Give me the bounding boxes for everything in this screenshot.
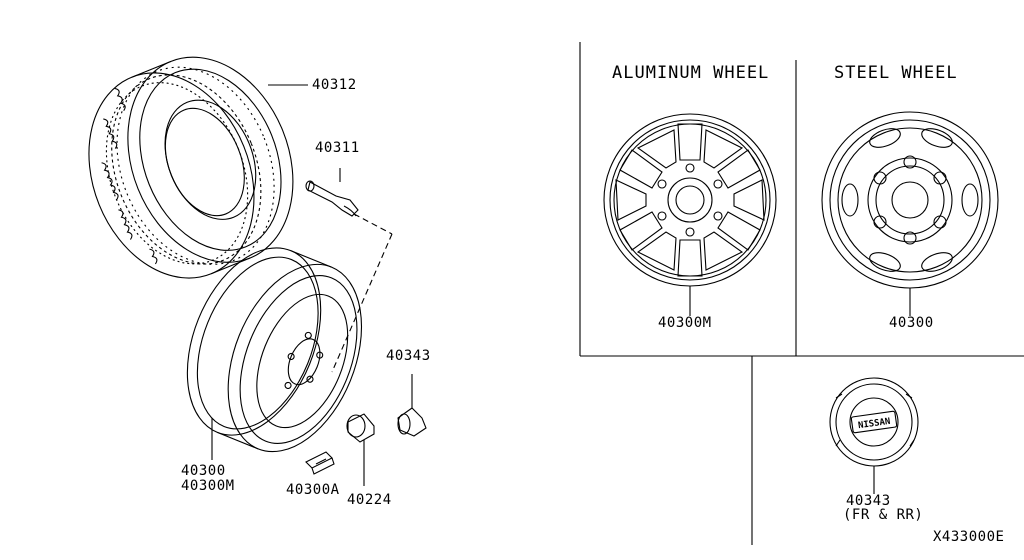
diagram-code: X433000E [933,529,1005,545]
wheel-drawing [162,228,387,471]
center-cap-note: (FR & RR) [843,507,924,523]
cap-logo-text: NISSAN [857,417,891,431]
nut-part-label: 40224 [347,492,392,508]
aluminum-windows [616,130,764,270]
tire-drawing [59,32,322,303]
steel-lug-holes [874,156,946,244]
tire-part-label: 40312 [312,77,357,93]
steel-wheel-part-label: 40300 [889,315,934,331]
small-cap-part-label: 40343 [386,348,431,364]
aluminum-lug-holes [658,164,722,236]
aluminum-wheel-part-label: 40300M [658,315,712,331]
aluminum-wheel-title: ALUMINUM WHEEL [612,63,770,83]
center-cap-drawing [830,378,918,494]
wheel-part-label-line1: 40300 [181,463,226,479]
valve-drawing [306,168,392,372]
aluminum-wheel-drawing [604,114,776,316]
steel-vent-holes [842,125,978,275]
aluminum-spokes [620,124,760,276]
valve-part-label: 40311 [315,140,360,156]
nut-drawing [347,414,374,486]
center-cap-part-label: 40343 [846,493,891,509]
balance-weight-drawing [306,452,334,474]
steel-wheel-drawing [822,112,998,316]
wheel-part-label-line2: 40300M [181,478,235,494]
small-cap-drawing [398,374,426,436]
panel-frame [580,42,1024,545]
steel-wheel-title: STEEL WHEEL [834,63,958,83]
balance-weight-part-label: 40300A [286,482,340,498]
